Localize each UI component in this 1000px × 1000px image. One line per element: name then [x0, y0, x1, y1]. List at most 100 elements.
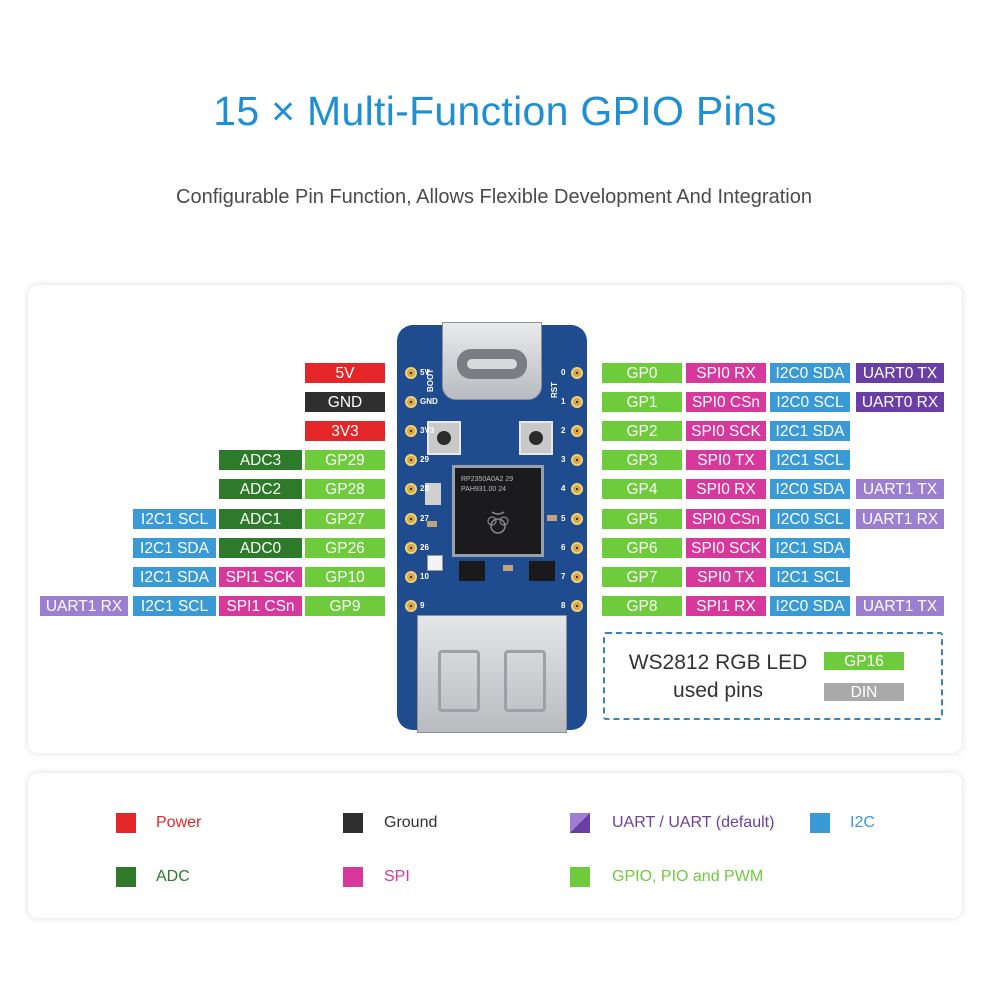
right-pin-tag: I2C0 SDA: [770, 596, 850, 616]
silkscreen-label: 1: [561, 397, 566, 406]
silkscreen-label: 28: [420, 484, 429, 493]
header-pad-icon: [405, 367, 417, 379]
right-pin-tag: SPI0 CSn: [686, 392, 766, 412]
right-pin-tag: GP4: [602, 479, 682, 499]
left-pin-tag: 5V: [305, 363, 385, 383]
right-pin-tag: SPI0 SCK: [686, 421, 766, 441]
header-pad-icon: [571, 513, 583, 525]
legend-label-adc: ADC: [156, 868, 190, 885]
right-pin-tag: SPI0 RX: [686, 479, 766, 499]
header-pad-icon: [571, 600, 583, 612]
silkscreen-label: 7: [561, 572, 566, 581]
left-pin-tag: GP27: [305, 509, 385, 529]
legend-label-spi: SPI: [384, 868, 410, 885]
legend-label-i2c: I2C: [850, 814, 875, 831]
left-pin-tag: SPI1 CSn: [219, 596, 302, 616]
silkscreen-label: 4: [561, 484, 566, 493]
header-pad-icon: [405, 571, 417, 583]
left-pin-tag: ADC3: [219, 450, 302, 470]
right-pin-tag: I2C0 SDA: [770, 363, 850, 383]
right-pin-tag: I2C1 SCL: [770, 567, 850, 587]
regulator-icon: [529, 561, 555, 581]
left-pin-tag: ADC0: [219, 538, 302, 558]
header-pad-icon: [571, 367, 583, 379]
right-pin-tag: SPI0 TX: [686, 567, 766, 587]
legend-swatch-i2c: [810, 813, 830, 833]
left-pin-tag: GP10: [305, 567, 385, 587]
silkscreen-label: 5: [561, 514, 566, 523]
right-pin-tag: I2C1 SCL: [770, 450, 850, 470]
right-pin-tag: I2C1 SDA: [770, 421, 850, 441]
right-pin-tag: UART1 TX: [856, 596, 944, 616]
right-pin-tag: GP2: [602, 421, 682, 441]
header-pad-icon: [405, 542, 417, 554]
header-pad-icon: [571, 483, 583, 495]
right-pin-tag: UART1 TX: [856, 479, 944, 499]
header-pad-icon: [571, 396, 583, 408]
silkscreen-label: 0: [561, 368, 566, 377]
right-pin-tag: GP7: [602, 567, 682, 587]
right-pin-tag: UART0 TX: [856, 363, 944, 383]
silkscreen-label: BOOT: [426, 368, 435, 392]
left-pin-tag: I2C1 SCL: [133, 596, 216, 616]
legend-label-ground: Ground: [384, 814, 438, 831]
legend-swatch-gpio: [570, 867, 590, 887]
capacitor-icon: [427, 521, 437, 527]
rp2350-chip-icon: RP2350A0A2 29 PAH931.00 24: [452, 465, 544, 557]
led-icon: [427, 555, 443, 571]
silkscreen-label: 3: [561, 455, 566, 464]
left-pin-tag: SPI1 SCK: [219, 567, 302, 587]
right-pin-tag: UART0 RX: [856, 392, 944, 412]
right-pin-tag: GP1: [602, 392, 682, 412]
silkscreen-label: 2: [561, 426, 566, 435]
header-pad-icon: [405, 513, 417, 525]
header-pad-icon: [571, 542, 583, 554]
legend-label-uart: UART / UART (default): [612, 814, 775, 831]
ws2812-pin-tag: GP16: [824, 652, 904, 670]
left-pin-tag: UART1 RX: [40, 596, 128, 616]
right-pin-tag: GP5: [602, 509, 682, 529]
right-pin-tag: I2C0 SDA: [770, 479, 850, 499]
right-pin-tag: SPI1 RX: [686, 596, 766, 616]
right-pin-tag: GP6: [602, 538, 682, 558]
capacitor-icon: [503, 565, 513, 571]
chip-text-2: PAH931.00 24: [461, 486, 507, 493]
pcb-board: RP2350A0A2 29 PAH931.00 24: [397, 322, 587, 733]
right-pin-tag: UART1 RX: [856, 509, 944, 529]
silkscreen-label: 29: [420, 455, 429, 464]
left-pin-tag: GP26: [305, 538, 385, 558]
right-pin-tag: I2C0 SCL: [770, 392, 850, 412]
left-pin-tag: I2C1 SCL: [133, 509, 216, 529]
left-pin-tag: GP29: [305, 450, 385, 470]
header-pad-icon: [405, 600, 417, 612]
left-pin-tag: ADC1: [219, 509, 302, 529]
page-subtitle: Configurable Pin Function, Allows Flexib…: [176, 186, 812, 208]
ws2812-din-tag: DIN: [824, 683, 904, 701]
silkscreen-label: 27: [420, 514, 429, 523]
right-pin-tag: SPI0 SCK: [686, 538, 766, 558]
header-pad-icon: [405, 483, 417, 495]
raspberry-logo-icon: [487, 511, 509, 534]
boot-button-icon: [427, 421, 461, 455]
header-pad-icon: [571, 454, 583, 466]
right-pin-tag: SPI0 CSn: [686, 509, 766, 529]
right-pin-tag: SPI0 RX: [686, 363, 766, 383]
left-pin-tag: 3V3: [305, 421, 385, 441]
right-pin-tag: I2C0 SCL: [770, 509, 850, 529]
legend-card: [28, 773, 962, 918]
header-pad-icon: [405, 454, 417, 466]
ws2812-title: WS2812 RGB LED: [628, 651, 808, 674]
silkscreen-label: RST: [550, 382, 559, 398]
silkscreen-label: 3V3: [420, 426, 435, 435]
header-pad-icon: [571, 571, 583, 583]
regulator-icon: [459, 561, 485, 581]
right-pin-tag: SPI0 TX: [686, 450, 766, 470]
right-pin-tag: GP0: [602, 363, 682, 383]
silkscreen-label: 5V: [420, 368, 430, 377]
left-pin-tag: GP28: [305, 479, 385, 499]
left-pin-tag: ADC2: [219, 479, 302, 499]
header-pad-icon: [405, 396, 417, 408]
silkscreen-label: GND: [420, 397, 438, 406]
right-pin-tag: GP3: [602, 450, 682, 470]
legend-swatch-spi: [343, 867, 363, 887]
